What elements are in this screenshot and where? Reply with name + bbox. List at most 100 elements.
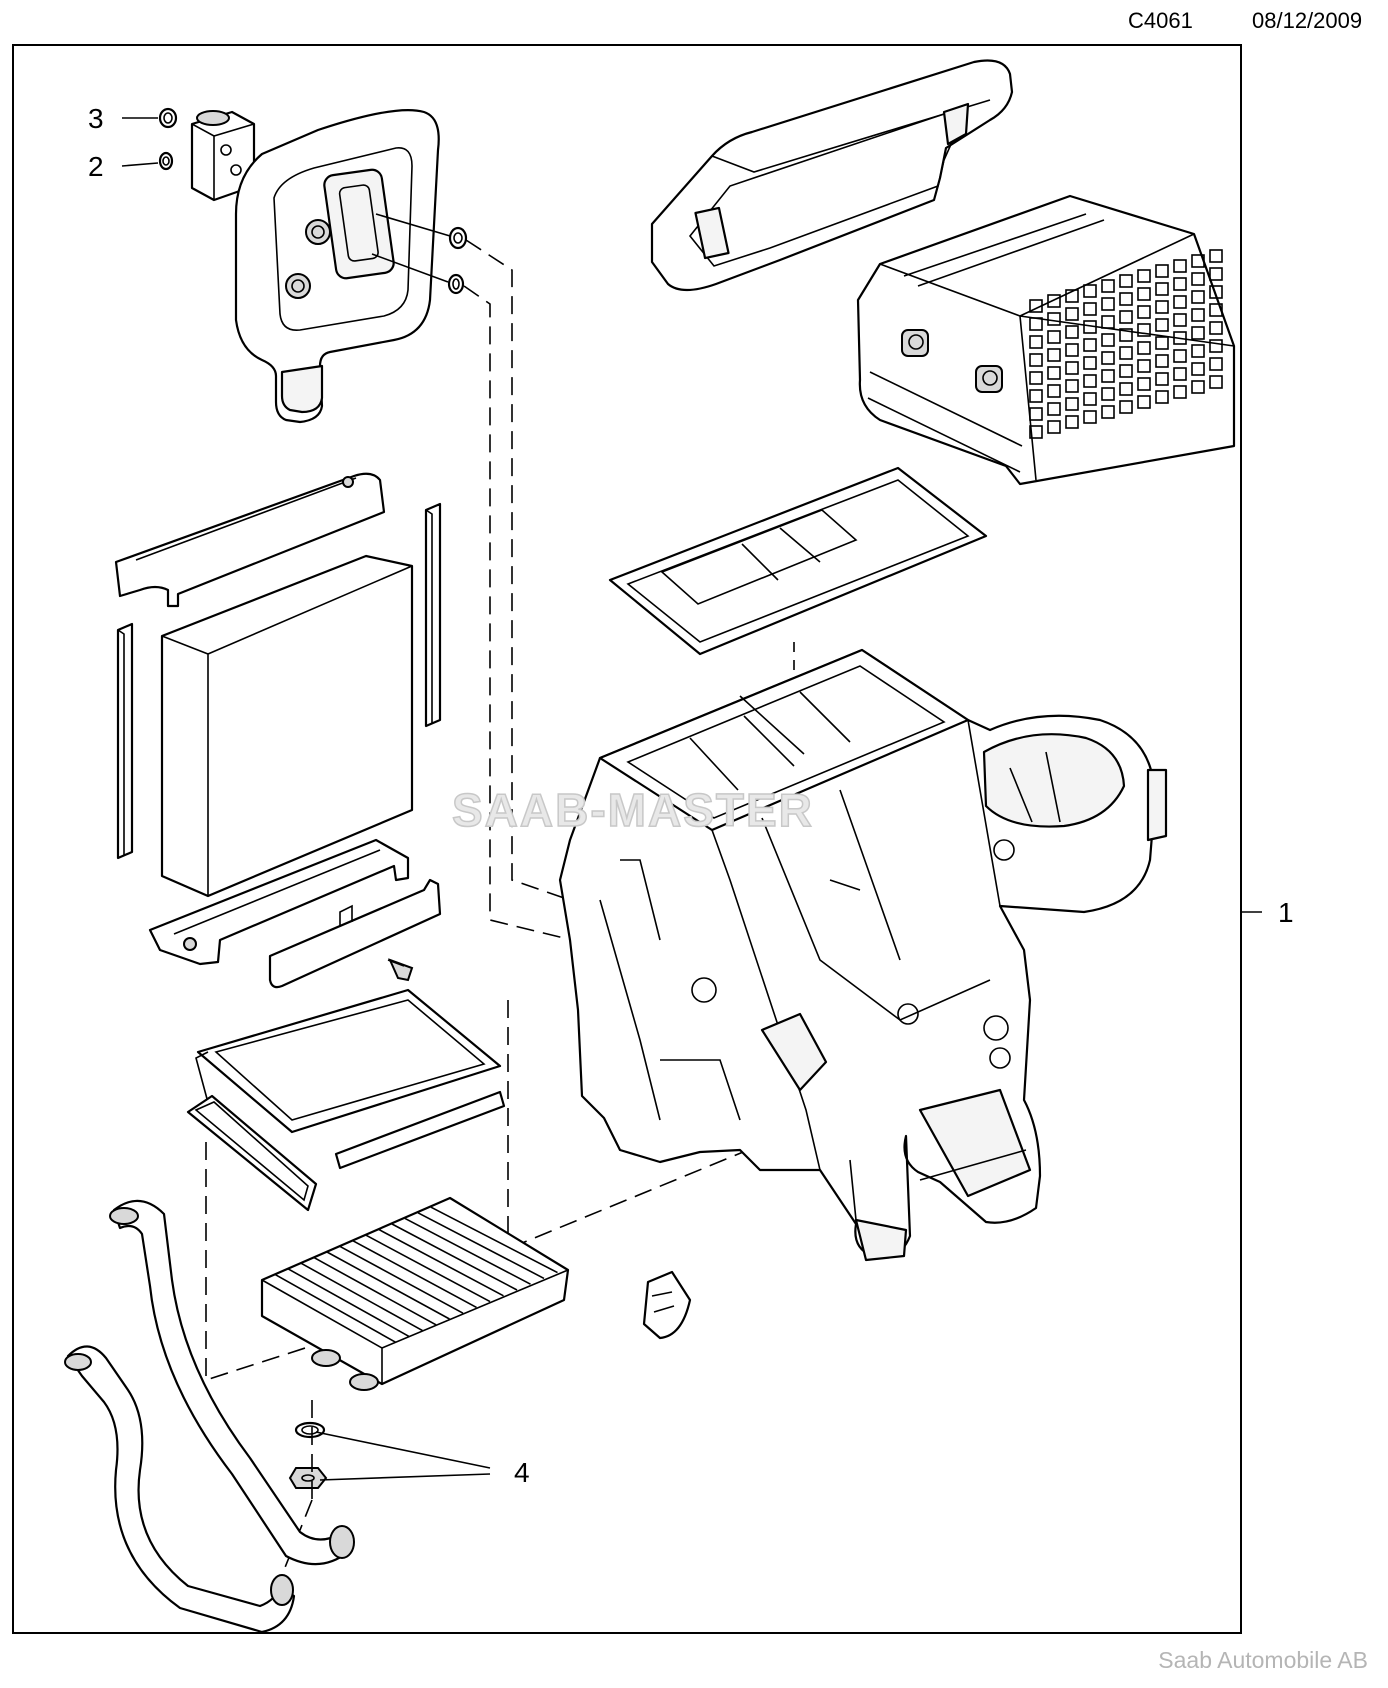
mounting-bracket bbox=[268, 878, 442, 989]
vent-cell bbox=[1209, 267, 1223, 281]
vent-cell bbox=[1083, 320, 1097, 334]
vent-cell bbox=[1173, 277, 1187, 291]
vent-cell bbox=[1155, 318, 1169, 332]
vent-cell bbox=[1191, 272, 1205, 286]
vent-cell bbox=[1047, 402, 1061, 416]
vent-cell bbox=[1047, 312, 1061, 326]
diagram-date: 08/12/2009 bbox=[1252, 8, 1363, 33]
vent-cell bbox=[1191, 326, 1205, 340]
vent-cell bbox=[1047, 330, 1061, 344]
callout-3: 3 bbox=[88, 103, 104, 134]
vent-cell bbox=[1065, 397, 1079, 411]
vent-cell bbox=[1173, 367, 1187, 381]
vent-cell bbox=[1065, 325, 1079, 339]
vent-cell bbox=[1191, 308, 1205, 322]
leader-2 bbox=[121, 162, 159, 167]
vent-cell bbox=[1065, 289, 1079, 303]
fin-line bbox=[417, 1212, 545, 1280]
vent-cell bbox=[1065, 307, 1079, 321]
vent-cell bbox=[1191, 344, 1205, 358]
heater-pipe-lower bbox=[64, 1345, 296, 1634]
vent-cell bbox=[1119, 328, 1133, 342]
vent-cell bbox=[1209, 303, 1223, 317]
vent-cell bbox=[1209, 285, 1223, 299]
vent-cell bbox=[1137, 305, 1151, 319]
fin-line bbox=[274, 1273, 396, 1343]
vent-cell bbox=[1047, 294, 1061, 308]
vent-cell bbox=[1101, 405, 1115, 419]
heater-core-fins bbox=[274, 1206, 558, 1343]
vent-cell bbox=[1101, 351, 1115, 365]
vent-cell bbox=[1119, 292, 1133, 306]
filter-cover-frame bbox=[650, 59, 1014, 292]
expansion-valve bbox=[190, 110, 269, 202]
screw bbox=[387, 958, 414, 982]
fin-line bbox=[391, 1223, 518, 1291]
callout-1: 1 bbox=[1278, 897, 1294, 928]
vent-cell bbox=[1191, 362, 1205, 376]
vent-grid bbox=[1029, 249, 1223, 439]
vent-cell bbox=[1155, 372, 1169, 386]
fin-line bbox=[326, 1251, 450, 1320]
vent-cell bbox=[1083, 284, 1097, 298]
vent-cell bbox=[1065, 379, 1079, 393]
nut-part-4 bbox=[288, 1467, 328, 1489]
assembly-line-a bbox=[465, 239, 571, 901]
vent-cell bbox=[1173, 385, 1187, 399]
vent-cell bbox=[1029, 389, 1043, 403]
vent-cell bbox=[1047, 420, 1061, 434]
o-ring-part-4 bbox=[294, 1421, 326, 1439]
evaporator-seal-plate bbox=[234, 109, 468, 424]
footer-brand: Saab Automobile AB bbox=[1158, 1647, 1368, 1673]
watermark: SAAB-MASTER bbox=[452, 784, 814, 836]
hvac-housing bbox=[558, 648, 1168, 1262]
fin-line bbox=[404, 1217, 531, 1285]
heater-core bbox=[260, 1196, 570, 1391]
fin-line bbox=[300, 1262, 423, 1332]
fin-line bbox=[287, 1268, 410, 1338]
vent-cell bbox=[1191, 380, 1205, 394]
vent-cell bbox=[1173, 313, 1187, 327]
vent-cell bbox=[1119, 346, 1133, 360]
filter-gasket bbox=[608, 466, 988, 710]
vent-cell bbox=[1083, 374, 1097, 388]
vent-cell bbox=[1065, 343, 1079, 357]
vent-cell bbox=[1083, 338, 1097, 352]
o-ring-part-3 bbox=[158, 107, 178, 129]
vent-cell bbox=[1083, 392, 1097, 406]
clip bbox=[642, 1270, 692, 1340]
vent-cell bbox=[1173, 349, 1187, 363]
heater-gasket-frame bbox=[195, 988, 502, 1134]
vent-cell bbox=[1191, 290, 1205, 304]
vent-cell bbox=[1119, 364, 1133, 378]
vent-cell bbox=[1137, 287, 1151, 301]
heater-seal-bottom bbox=[334, 1090, 506, 1170]
assembly-line-b bbox=[463, 285, 573, 941]
leader-4a bbox=[315, 1431, 491, 1469]
seal-strip-left bbox=[116, 622, 134, 860]
vent-cell bbox=[1029, 371, 1043, 385]
vent-cell bbox=[1119, 400, 1133, 414]
heater-seal-left bbox=[186, 1094, 318, 1212]
vent-cell bbox=[1209, 339, 1223, 353]
diagram-code: C4061 bbox=[1128, 8, 1193, 33]
vent-cell bbox=[1155, 264, 1169, 278]
heater-pipe-upper bbox=[109, 1199, 355, 1566]
vent-cell bbox=[1137, 377, 1151, 391]
vent-cell bbox=[1155, 300, 1169, 314]
vent-cell bbox=[1119, 274, 1133, 288]
fin-line bbox=[313, 1256, 437, 1326]
evaporator-core bbox=[160, 554, 414, 898]
fin-line bbox=[352, 1240, 477, 1309]
assembly-line-e bbox=[509, 1149, 749, 1249]
evaporator-top-bracket bbox=[114, 472, 386, 608]
vent-cell bbox=[1155, 390, 1169, 404]
vent-cell bbox=[1083, 356, 1097, 370]
vent-cell bbox=[1065, 415, 1079, 429]
vent-cell bbox=[1047, 366, 1061, 380]
fin-line bbox=[378, 1228, 504, 1297]
callout-2: 2 bbox=[88, 151, 104, 182]
fin-line bbox=[339, 1245, 464, 1314]
vent-cell bbox=[1137, 323, 1151, 337]
